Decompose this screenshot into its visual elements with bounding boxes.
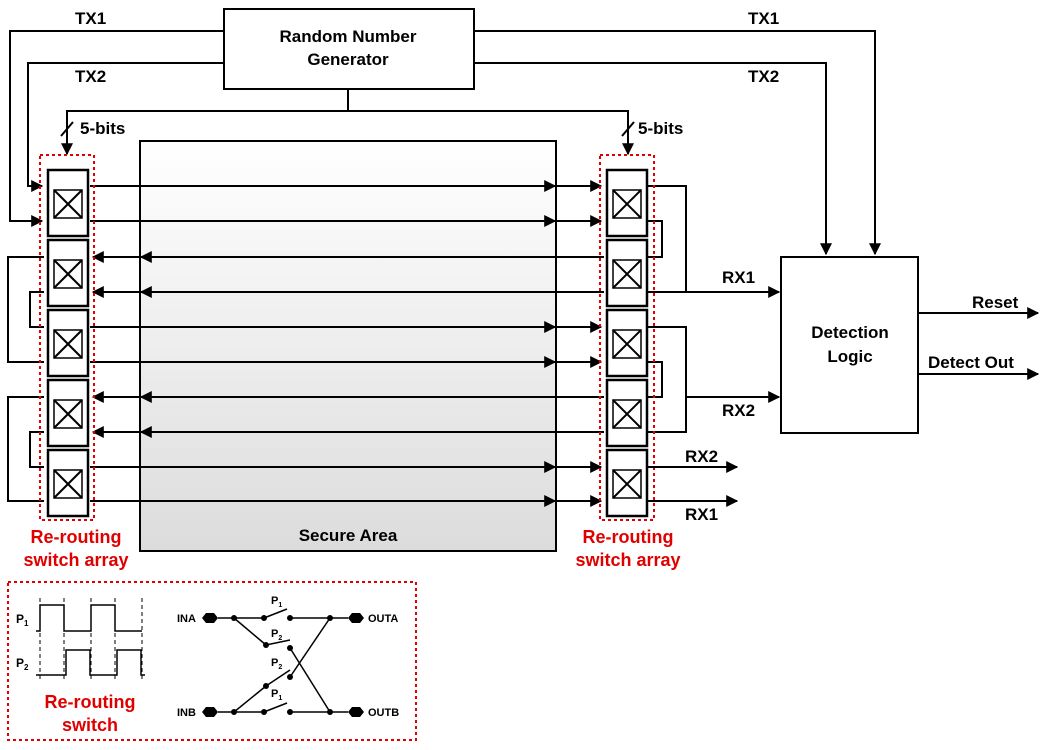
bus-slash-right (621, 121, 635, 137)
switch-cell (46, 168, 90, 238)
left-loop-3 (7, 396, 44, 502)
rx1-label-in: RX1 (722, 268, 755, 287)
tx2-wire-left (27, 62, 224, 192)
detect-out-label: Detect Out (928, 353, 1014, 372)
right-switch-array (599, 154, 655, 521)
wire (233, 617, 267, 646)
legend-outline (7, 581, 417, 741)
node (287, 645, 293, 651)
switch-legend: P1 P2 Re-routing switch INA INB OUTA OUT… (7, 581, 417, 741)
switch-cell (605, 238, 649, 308)
outa-label: OUTA (368, 613, 398, 625)
tx2-wire-right (474, 62, 832, 256)
wire (289, 647, 331, 713)
outb-label: OUTB (368, 707, 399, 719)
secure-area-label: Secure Area (299, 526, 398, 545)
node (261, 709, 267, 715)
rng-block (223, 8, 475, 90)
wire (233, 685, 267, 713)
p1-waveform (36, 604, 142, 632)
p2-switch (265, 669, 291, 687)
detection-label-line2: Logic (827, 347, 872, 366)
secure-area (139, 140, 557, 552)
tx1-wire-left (9, 30, 224, 227)
detection-label-line1: Detection (811, 323, 888, 342)
switch-p1-bottom: P1 (271, 688, 282, 702)
tx1-label-right: TX1 (748, 9, 779, 28)
rng-label-line1: Random Number (280, 27, 417, 46)
inb-pin (202, 707, 218, 717)
bits-label-right: 5-bits (638, 119, 683, 138)
right-array-label-line2: switch array (575, 550, 680, 570)
node (263, 683, 269, 689)
switch-cell (46, 308, 90, 378)
switch-cell (46, 448, 90, 518)
reset-label: Reset (972, 293, 1019, 312)
ina-pin (202, 613, 218, 623)
left-array-label-line2: switch array (23, 550, 128, 570)
rx2-label-out: RX2 (685, 447, 718, 466)
bits-label-left: 5-bits (80, 119, 125, 138)
right-loop-3 (648, 326, 687, 433)
control-bus (61, 89, 349, 156)
p2-label: P2 (16, 656, 29, 672)
node (263, 642, 269, 648)
detection-logic-block (780, 256, 919, 434)
p1-switch (263, 702, 288, 713)
rx1-label-out: RX1 (685, 505, 718, 524)
node (287, 709, 293, 715)
tx1-wire-right (474, 30, 881, 256)
right-array-label-line1: Re-routing (583, 527, 674, 547)
outa-pin (348, 613, 364, 623)
ina-label: INA (177, 613, 196, 625)
right-array-outline (599, 154, 655, 521)
tx2-label-right: TX2 (748, 67, 779, 86)
outb-pin (348, 707, 364, 717)
legend-title-line1: Re-routing (45, 692, 136, 712)
left-loop-4 (29, 431, 44, 468)
switch-cell (605, 378, 649, 448)
rng-label-line2: Generator (307, 50, 389, 69)
inb-label: INB (177, 707, 196, 719)
node (261, 615, 267, 621)
left-array-outline (39, 154, 95, 521)
p2-switch (265, 639, 291, 646)
switch-p2-bottom: P2 (271, 657, 282, 671)
switch-cell (605, 448, 649, 518)
switch-cell (605, 168, 649, 238)
left-switch-array (39, 154, 95, 521)
tx2-label-left: TX2 (75, 67, 106, 86)
switch-p2-top: P2 (271, 628, 282, 642)
tx1-label-left: TX1 (75, 9, 106, 28)
control-bus-right (348, 110, 634, 156)
right-loop-1 (648, 185, 687, 293)
p1-label: P1 (16, 612, 29, 628)
rx2-label-in: RX2 (722, 401, 755, 420)
wire (289, 617, 331, 678)
p2-waveform (36, 649, 145, 676)
left-loop-2 (29, 291, 44, 328)
left-array-label-line1: Re-routing (31, 527, 122, 547)
switch-cell (605, 308, 649, 378)
p1-switch (263, 608, 288, 619)
switch-p1-top: P1 (271, 595, 282, 609)
node (287, 674, 293, 680)
node (287, 615, 293, 621)
legend-title-line2: switch (62, 715, 118, 735)
bus-slash-left (60, 121, 74, 137)
switch-cell (46, 378, 90, 448)
left-loop-1 (7, 256, 44, 363)
switch-cell (46, 238, 90, 308)
